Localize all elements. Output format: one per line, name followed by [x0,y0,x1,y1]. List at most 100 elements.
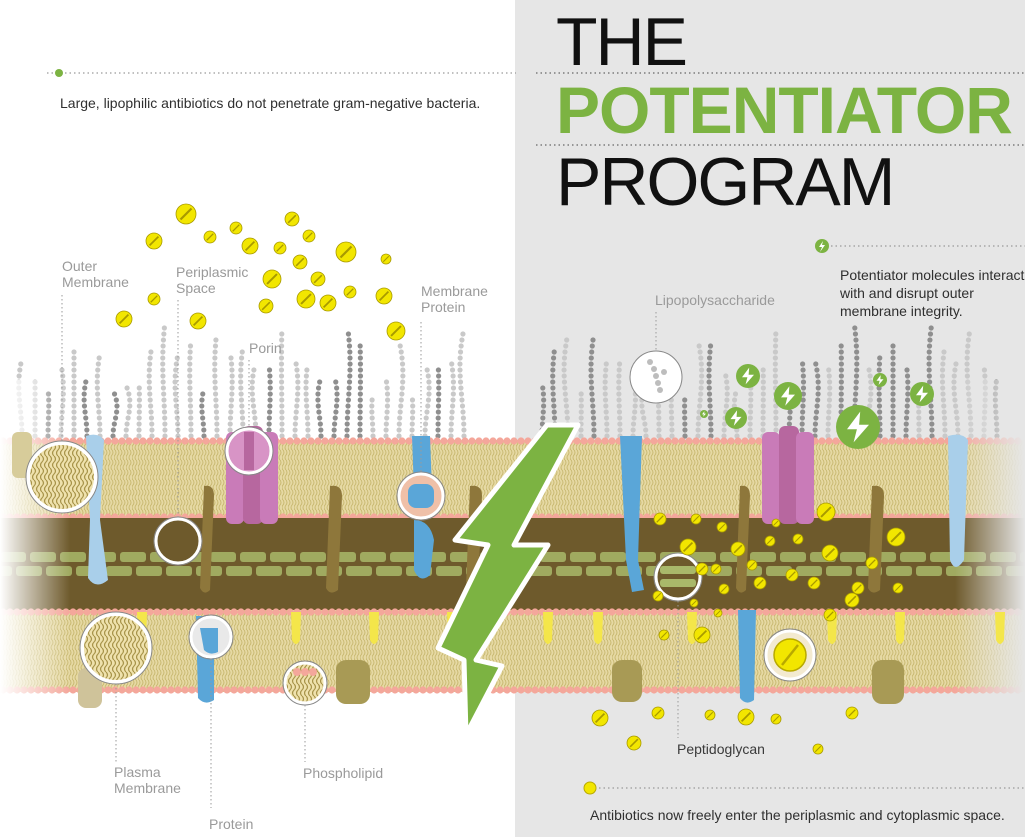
pill-icon [812,743,824,755]
lightning-bolt-icon [435,422,581,738]
right-panel-background [515,0,1025,837]
pill-icon [115,310,133,328]
pill-icon [892,582,904,594]
title-line-3: PROGRAM [556,144,895,220]
caption-connector-top-right [815,239,1025,253]
zoom-outer-membrane [25,440,99,514]
pill-icon [689,598,699,608]
caption-connector-bottom-right [583,781,1025,795]
lightning-bolt-icon [836,405,880,449]
pill-icon [386,321,406,341]
zoom-periplasmic-space [153,516,203,566]
pill-icon [335,241,357,263]
pill-icon [241,237,259,255]
pill-icon [764,535,776,547]
caption-bottom-right: Antibiotics now freely enter the peripla… [590,807,1005,823]
pill-icon [693,626,711,644]
lightning-bolt-icon [774,382,802,410]
pill-icon [851,581,865,595]
title-line-2: POTENTIATOR [556,73,1013,147]
pill-icon [258,298,274,314]
pill-icon [189,312,207,330]
lightning-bolt-icon [700,410,708,418]
pill-icon [771,518,781,528]
pill-icon [653,512,667,526]
pill-icon [375,287,393,305]
zoom-peptidoglycan [653,552,703,602]
pill-icon [886,527,906,547]
pill-icon [792,533,804,545]
pill-icon [845,706,859,720]
pill-icon [273,241,287,255]
label-porin: Porin [249,340,282,356]
lightning-bolt-icon [873,373,887,387]
pill-icon [229,221,243,235]
pill-icon [844,592,860,608]
caption-top-left: Large, lipophilic antibiotics do not pen… [60,95,481,111]
pill-icon [704,709,716,721]
caption-top-right: Potentiator molecules interact with and … [840,267,1025,319]
lightning-bolt-icon [725,407,747,429]
pill-icon [865,556,879,570]
pill-icon [746,559,758,571]
pill-icon [737,708,755,726]
pill-icon [718,583,730,595]
zoom-protein [188,614,234,660]
porin-right [762,426,814,524]
zoom-membrane-protein [396,471,446,521]
pill-icon [716,521,728,533]
lightning-bolt-icon [910,382,934,406]
pill-icon [823,608,837,622]
zoom-antibiotic [763,628,817,682]
title-line-1: THE [556,4,688,80]
pill-icon [679,538,697,556]
zoom-plasma-membrane [79,611,153,685]
pill-icon [147,292,161,306]
zoom-lipopolysaccharide [629,350,683,404]
pill-icon [296,289,316,309]
pill-icon [302,229,316,243]
pill-icon [730,541,746,557]
pill-icon [710,563,722,575]
pill-icon [816,502,836,522]
zoom-porin [224,426,274,476]
pill-icon [145,232,163,250]
pill-icon [753,576,767,590]
pill-icon [310,271,326,287]
pill-icon [807,576,821,590]
label-lipopolysaccharide: Lipopolysaccharide [655,292,775,308]
pill-icon [821,544,839,562]
caption-connector-top-left [47,69,516,77]
pill-icon [651,706,665,720]
pill-icon [203,230,217,244]
leader-lines [61,295,679,808]
pill-icon [658,629,670,641]
pill-icon [770,713,782,725]
pill-icon [785,568,799,582]
pill-icon [713,608,723,618]
pill-icon [284,211,300,227]
pill-icon [380,253,392,265]
pill-icon [343,285,357,299]
pill-icon [175,203,197,225]
antibiotic-molecules [115,203,906,755]
pill-icon [319,294,337,312]
pill-icon [652,590,664,602]
label-peptidoglycan: Peptidoglycan [677,741,765,757]
pill-icon [690,513,702,525]
pill-icon [591,709,609,727]
pill-icon [262,269,282,289]
plasma-membrane [0,608,1025,694]
potentiator-molecules [700,364,934,449]
lightning-bolt-icon [736,364,760,388]
pill-icon [292,254,308,270]
pill-icon [695,562,709,576]
pill-icon [626,735,642,751]
label-protein: Protein [209,816,254,832]
label-phospholipid: Phospholipid [303,765,384,781]
